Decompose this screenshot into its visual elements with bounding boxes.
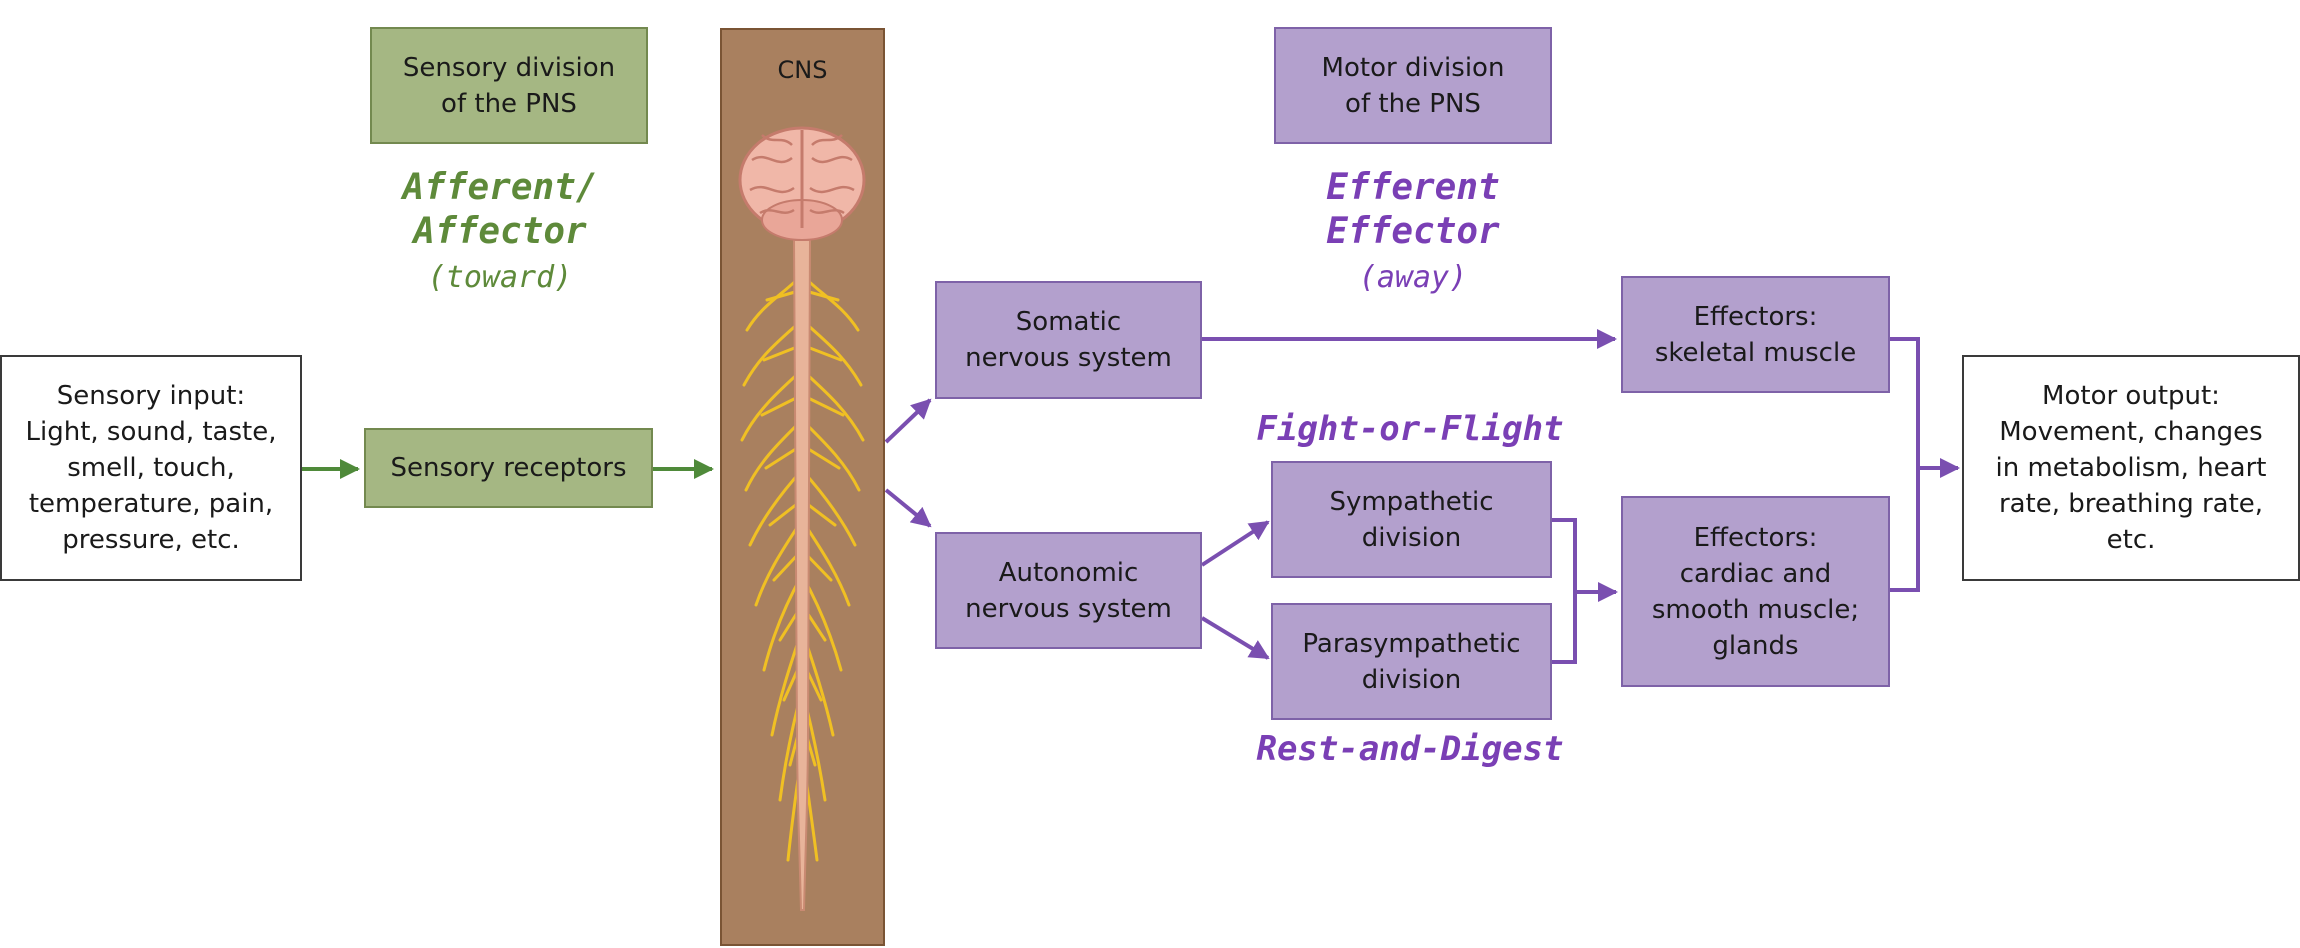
spinal-cord: [792, 239, 812, 911]
sensory-division-header: Sensory division of the PNS: [370, 27, 648, 144]
arrow-cns-to-somatic: [884, 398, 932, 444]
afferent-label: Afferent/ Affector: [360, 166, 640, 254]
brain-icon: [738, 126, 866, 241]
afferent-line1: Afferent/: [402, 167, 598, 208]
arrow-autonomic-to-parasympathetic: [1200, 616, 1270, 660]
somatic-nervous-system-box: Somatic nervous system: [935, 281, 1202, 399]
effectors-cardiac-smooth-muscle-box: Effectors: cardiac and smooth muscle; gl…: [1621, 496, 1890, 687]
motor-division-header: Motor division of the PNS: [1274, 27, 1552, 144]
sympathetic-division-box: Sympathetic division: [1271, 461, 1552, 578]
bracket-effectors: [1890, 337, 1920, 592]
sensory-receptors-box: Sensory receptors: [364, 428, 653, 508]
cns-label: CNS: [777, 56, 828, 84]
fight-or-flight-label: Fight-or-Flight: [1256, 409, 1564, 449]
rest-and-digest-label: Rest-and-Digest: [1256, 729, 1564, 769]
afferent-line2: Affector: [413, 211, 587, 252]
cns-panel: CNS: [720, 28, 885, 946]
arrow-autonomic-to-sympathetic: [1200, 520, 1270, 567]
efferent-label: Efferent Effector: [1270, 166, 1556, 254]
bracket-divisions: [1552, 518, 1577, 664]
sensory-input-box: Sensory input: Light, sound, taste, smel…: [0, 355, 302, 581]
afferent-sublabel: (toward): [427, 260, 573, 295]
efferent-line2: Effector: [1326, 211, 1500, 252]
parasympathetic-division-box: Parasympathetic division: [1271, 603, 1552, 720]
brain-spinal-cord-icon: [738, 126, 866, 911]
arrow-cns-to-autonomic: [884, 488, 932, 528]
autonomic-nervous-system-box: Autonomic nervous system: [935, 532, 1202, 649]
motor-output-box: Motor output: Movement, changes in metab…: [1962, 355, 2300, 581]
effectors-skeletal-muscle-box: Effectors: skeletal muscle: [1621, 276, 1890, 393]
efferent-sublabel: (away): [1358, 260, 1468, 295]
efferent-line1: Efferent: [1326, 167, 1500, 208]
